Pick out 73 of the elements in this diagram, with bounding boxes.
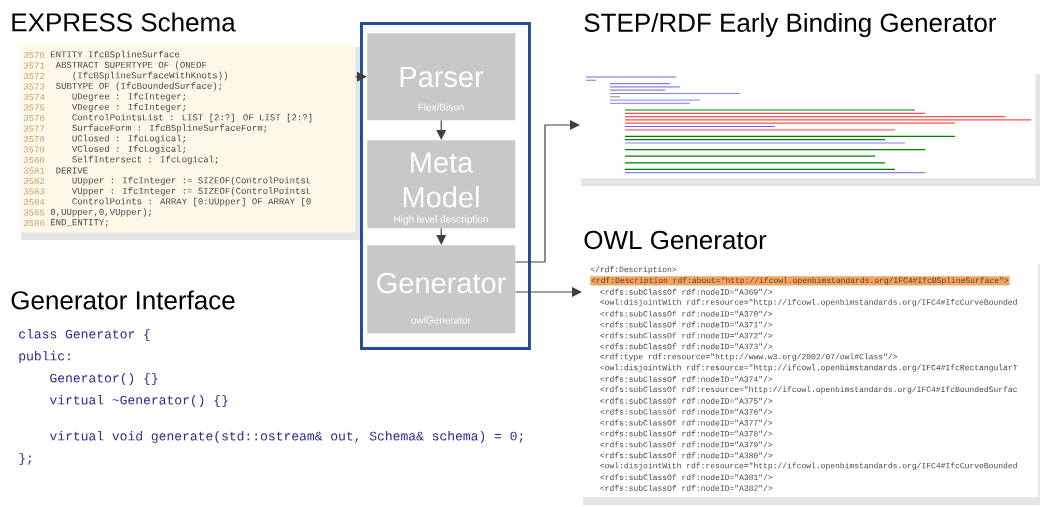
code-line: class Generator { (19, 328, 150, 342)
node-label: 3577 (23, 125, 45, 132)
node-label: SUBTYPE OF (IfcBoundedSurface); (56, 82, 222, 91)
node-label: UDegree : IfcInteger; (72, 92, 186, 102)
node-label: END_ENTITY; (50, 219, 108, 227)
node-label: <rdfs:subClassOf rdf:nodeID="A370"/> (600, 310, 773, 317)
code-line: virtual void generate(std::ostream& out, Schema& schema) = 0; (49, 430, 523, 444)
node-label: <rdfs:subClassOf rdf:nodeID="A377"/> (600, 419, 773, 426)
node-label: 3581 (23, 167, 45, 174)
node-label: 3574 (23, 93, 45, 101)
node-label: 3586 (23, 219, 45, 227)
node-label: <rdfs:subClassOf rdf:resource="http://ifcowl.openbimstandards.org/IFC4#IfcBoundedSurfac (600, 386, 1017, 394)
node-label: VDegree : IfcInteger; (71, 103, 186, 112)
node-label: <owl:disjointWith rdf:resource="http://ifcowl.openbimstandards.org/IFC4#IfcCurveBounded (600, 462, 1017, 470)
heading: EXPRESS Schema (12, 12, 236, 32)
node-label: <rdfs:subClassOf rdf:nodeID="A374"/> (600, 376, 773, 382)
node-label: SurfaceForm : IfcBSplineSurfaceForm; (72, 124, 267, 133)
heading: OWL Generator (584, 230, 767, 250)
arrow (436, 227, 447, 245)
node-label: SelfIntersect : IfcLogical; (72, 155, 218, 165)
node-label: 3582 (23, 177, 45, 185)
code-line: }; (19, 452, 32, 466)
node-label: 3585 (23, 209, 45, 216)
code-panel: </rdf:Description> <rdf:Description rdf:about="http://ifcowl.openbimstandards.org/IFC4#IfcBSplineSurface"> <rdfs:subClassOf rdf:nodeID="A369"/> <owl:disjointWith rdf:resource="http://ifcowl.openbimstandards.org/IFC4#IfcCurveBounded <rdfs:subClassOf rdf:nodeID="A370"/> <rdfs:subClassOf rdf:nodeID="A371"/> <rdfs:subClassOf rdf:nodeID="A372"/> <rdfs:subClassOf rdf:nodeID="A373"/> <rdf:type rdf:resource="http://www.w3.org/2002/07/owl#Class"/> <owl:disjointWith rdf:resource="http://ifcowl.openbimstandards.org/IFC4#IfcRectangularT <rdfs:subClassOf rdf:nodeID="A374"/> <rdfs:subClassOf rdf:resource="http://ifcowl.openbimstandards.org/IFC4#IfcBoundedSurfac <rdfs:subClassOf rdf:nodeID="A375"/> <rdfs:subClassOf rdf:nodeID="A376"/> <rdfs:subClassOf rdf:nodeID="A377"/> <rdfs:subClassOf rdf:nodeID="A378"/> <rdfs:subClassOf rdf:nodeID="A379"/> <rdfs:subClassOf rdf:nodeID="A380"/> <owl:disjointWith rdf:resource="http://ifcowl.openbimstandards.org/IFC4#IfcCurveBounded <rdfs:subClassOf rdf:nodeID="A381"/> <rdfs:subClassOf rdf:nodeID="A382"/> (582, 262, 1040, 505)
node-label: 3570 (23, 51, 45, 59)
code-line: virtual ~Generator() {} (49, 394, 228, 408)
heading: Generator Interface (11, 290, 235, 310)
arrow (514, 120, 580, 263)
node-label: 3578 (23, 135, 45, 143)
node-label: (IfcBSplineSurfaceWithKnots)) (73, 71, 227, 81)
node-label: <rdfs:subClassOf rdf:nodeID="A369"/> (600, 288, 773, 295)
node-label: 3579 (23, 146, 45, 153)
node-label: DERIVE (56, 167, 88, 174)
node-label: UClosed : IfcLogical; (72, 134, 186, 144)
node-label: <owl:disjointWith rdf:resource="http://ifcowl.openbimstandards.org/IFC4#IfcCurveBounded (600, 298, 1017, 307)
arrow (436, 119, 447, 140)
node-label: ABSTRACT SUPERTYPE OF (ONEOF (55, 61, 207, 70)
code-line: Generator() {} (50, 372, 158, 386)
code-panel: 3570 ENTITY IfcBSplineSurface 3571 ABSTRACT SUPERTYPE OF (ONEOF 3572 (IfcBSplineSurfaceWithKnots)) 3573 SUBTYPE OF (IfcBoundedSurface); 3574 UDegree : IfcInteger; 3575 VDegree : IfcInteger; 3576 ControlPointsList : LIST [2:?] OF LIST [2:?] 3577 SurfaceForm : IfcBSplineSurfaceForm; 3578 UClosed : IfcLogical; 3579 VClosed : IfcLogical; 3580 SelfIntersect : IfcLogical; 3581 DERIVE 3582 UUpper : IfcInteger := SIZEOF(ControlPointsL 3583 VUpper : IfcInteger := SIZEOF(ControlPointsL 3584 ControlPoints : ARRAY [0:UUpper] OF ARRAY [0 3585 0,UUpper,0,VUpper); 3586 END_ENTITY; (20, 45, 361, 240)
node-label: <rdf:type rdf:resource="http://www.w3.org/2002/07/owl#Class"/> (600, 353, 898, 361)
node-label: UUpper : IfcInteger := SIZEOF(ControlPointsL (72, 176, 311, 186)
node-label: <rdfs:subClassOf rdf:nodeID="A382"/> (600, 485, 773, 491)
node-label: <rdfs:subClassOf rdf:nodeID="A373"/> (600, 343, 773, 350)
node-label: VUpper : IfcInteger := SIZEOF(ControlPointsL (71, 187, 311, 196)
node-label: <rdfs:subClassOf rdf:nodeID="A371"/> (600, 321, 773, 328)
node-label: ENTITY IfcBSplineSurface (50, 50, 180, 60)
node-label: 3571 (23, 62, 45, 69)
heading: STEP/RDF Early Binding Generator (584, 12, 997, 38)
node-label: <rdfs:subClassOf rdf:nodeID="A376"/> (600, 408, 773, 415)
node-label: 0,UUpper,0,VUpper); (50, 208, 151, 217)
node-label: VClosed : IfcLogical; (71, 145, 186, 154)
node-label: <rdfs:subClassOf rdf:nodeID="A379"/> (600, 441, 773, 448)
arrow (354, 71, 367, 82)
arrow (514, 287, 582, 297)
node-label: 3583 (23, 188, 45, 195)
code-line: public: (19, 350, 70, 364)
node-label: <owl:disjointWith rdf:resource="http://ifcowl.openbimstandards.org/IFC4#IfcRectangularT (600, 364, 1018, 372)
node-label: <rdfs:subClassOf rdf:nodeID="A375"/> (600, 397, 773, 404)
node-label: 3584 (23, 198, 45, 206)
node-label: 3580 (23, 156, 45, 164)
node-label: <rdfs:subClassOf rdf:nodeID="A378"/> (600, 430, 773, 437)
node-label: </rdf:Description> (590, 266, 677, 274)
node-label: ControlPointsList : LIST [2:?] OF LIST [2:?] (72, 113, 312, 123)
node-label: <rdfs:subClassOf rdf:nodeID="A380"/> (600, 452, 773, 459)
node-label: 3576 (23, 114, 45, 122)
group-frame (360, 22, 531, 350)
node-label: <rdfs:subClassOf rdf:nodeID="A381"/> (600, 474, 773, 481)
node-label: <rdf:Description rdf:about="http://ifcowl.openbimstandards.org/IFC4#IfcBSplineSurface"> (591, 277, 1009, 285)
node-label: 3573 (23, 83, 45, 90)
node-label: 3572 (23, 72, 45, 80)
node-label: <rdfs:subClassOf rdf:nodeID="A372"/> (600, 332, 773, 339)
node-label: ControlPoints : ARRAY [0:UUpper] OF ARRAY [0 (72, 197, 311, 207)
node-label: 3575 (23, 104, 45, 111)
